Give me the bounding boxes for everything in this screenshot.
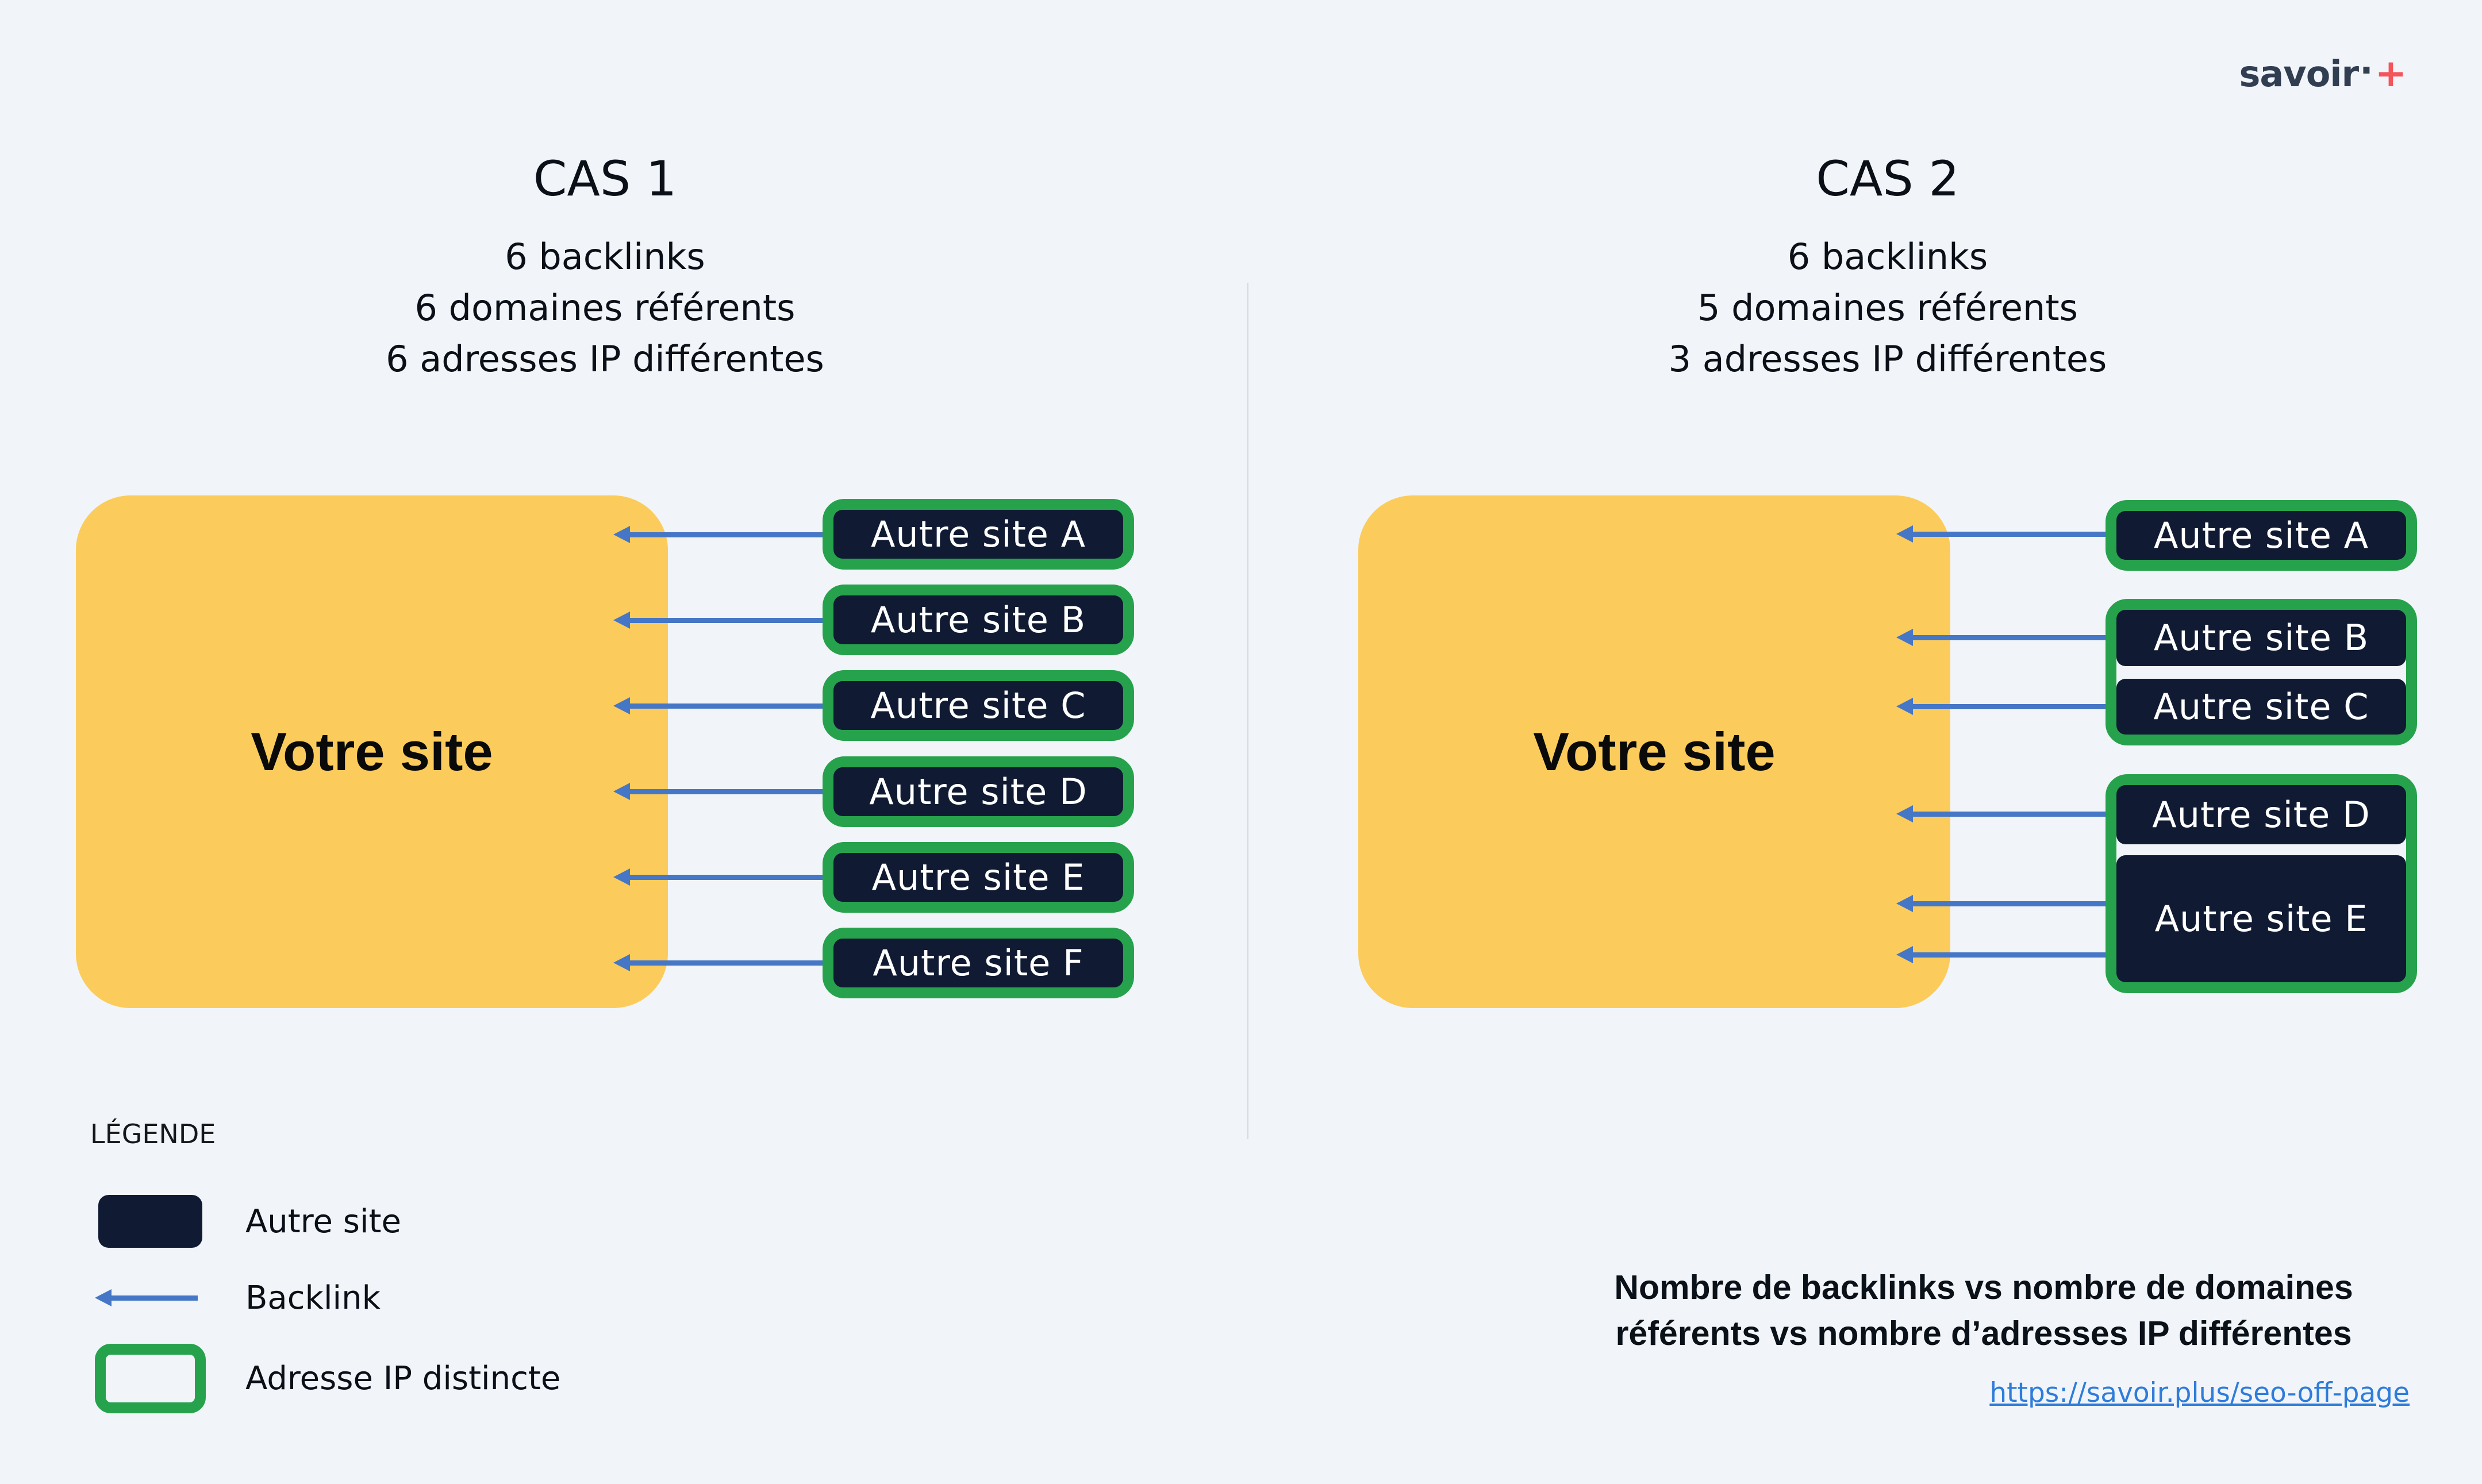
legend-title: LÉGENDE [90,1118,216,1149]
legend-label-other-site: Autre site [245,1203,401,1240]
backlink-arrow [1896,525,2106,543]
source-link[interactable]: https://savoir.plus/seo-off-page [1989,1377,2410,1409]
other-site-box: Autre site D [2116,785,2406,844]
other-site-box: Autre site C [2116,678,2406,735]
other-site-box: Autre site C [833,681,1123,730]
logo-dot: · [2360,49,2373,91]
ip-group: Autre site E [823,842,1134,913]
other-site-box: Autre site D [833,767,1123,816]
case1-title: CAS 1 [533,151,677,207]
ip-group: Autre site D Autre site E [2106,774,2417,993]
your-site-label: Votre site [1533,721,1776,782]
other-site-box: Autre site E [833,853,1123,902]
distinct-ip-swatch [95,1344,206,1413]
savoir-plus-logo: savoir·+ [2239,49,2407,95]
case2-stats: 6 backlinks 5 domaines référents 3 adres… [1358,231,2417,385]
case2-stat-backlinks: 6 backlinks [1787,236,1988,278]
other-site-box: Autre site E [2116,855,2406,982]
other-site-box: Autre site F [833,939,1123,987]
case-divider-line [1247,283,1248,1139]
ip-group: Autre site A [2106,500,2417,571]
legend-label-distinct-ip: Adresse IP distincte [245,1360,561,1397]
your-site-box-case2: Votre site [1358,495,1950,1008]
backlink-arrow [1896,946,2106,963]
backlink-arrow [1896,698,2106,715]
other-site-box: Autre site B [833,595,1123,644]
backlink-arrow [613,783,823,800]
case1-stat-ips: 6 adresses IP différentes [386,338,824,380]
footer: Nombre de backlinks vs nombre de domaine… [1558,1264,2410,1409]
legend-label-backlink: Backlink [245,1279,381,1317]
your-site-label: Votre site [251,721,493,782]
backlink-arrow [1896,805,2106,822]
case1-stat-backlinks: 6 backlinks [505,236,705,278]
case2-stat-domains: 5 domaines référents [1697,287,2078,329]
backlink-arrow-swatch [95,1289,198,1306]
footer-title-line2: référents vs nombre d’adresses IP différ… [1615,1314,2352,1352]
case1-header: CAS 1 6 backlinks 6 domaines référents 6… [76,151,1134,385]
backlink-arrow [613,697,823,714]
other-site-box: Autre site A [2116,511,2406,560]
case2-header: CAS 2 6 backlinks 5 domaines référents 3… [1358,151,2417,385]
ip-group: Autre site D [823,756,1134,827]
backlink-arrow [613,526,823,543]
backlink-arrow [613,868,823,886]
footer-title-line1: Nombre de backlinks vs nombre de domaine… [1614,1268,2353,1306]
case1-stats: 6 backlinks 6 domaines référents 6 adres… [76,231,1134,385]
ip-group: Autre site C [823,670,1134,741]
ip-group: Autre site B Autre site C [2106,599,2417,745]
backlink-arrow [1896,895,2106,912]
ip-group: Autre site F [823,928,1134,998]
your-site-box-case1: Votre site [76,495,668,1008]
backlink-arrow [613,612,823,629]
logo-text: savoir [2239,53,2360,95]
ip-group: Autre site A [823,499,1134,570]
case2-stat-ips: 3 adresses IP différentes [1668,338,2107,380]
ip-group: Autre site B [823,585,1134,655]
case2-title: CAS 2 [1816,151,1960,207]
backlink-arrow [1896,629,2106,646]
other-site-box: Autre site A [833,510,1123,559]
case1-stat-domains: 6 domaines référents [414,287,796,329]
other-site-box: Autre site B [2116,610,2406,666]
footer-title: Nombre de backlinks vs nombre de domaine… [1558,1264,2410,1356]
backlink-arrow [613,954,823,971]
logo-plus-icon: + [2375,51,2407,95]
other-site-swatch [98,1195,202,1248]
